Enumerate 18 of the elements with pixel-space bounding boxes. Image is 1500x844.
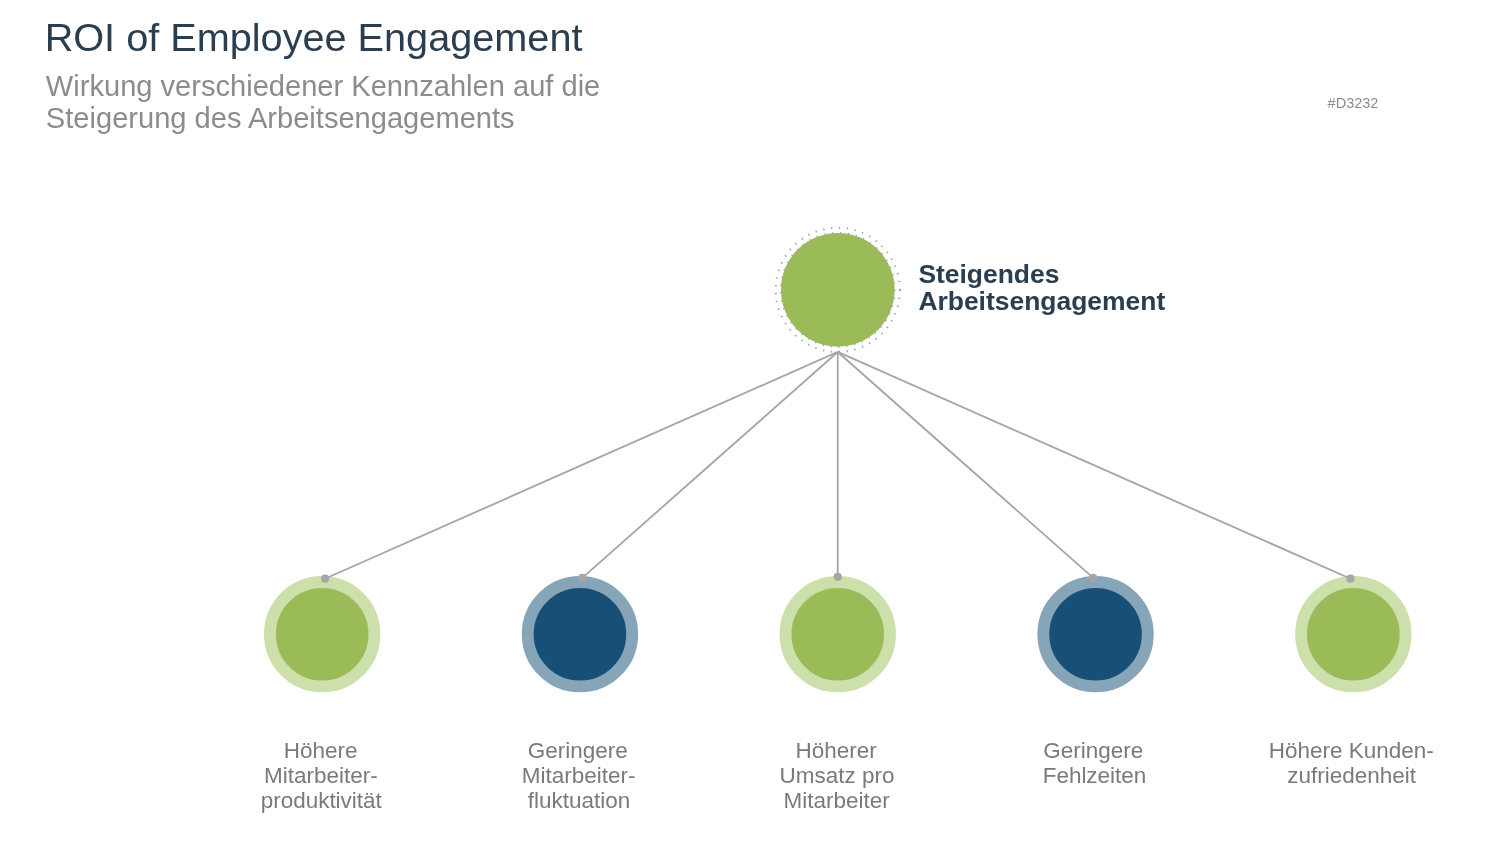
connector — [577, 351, 839, 582]
node-label: Geringere Mitarbeiter- fluktuation — [521, 737, 635, 814]
diagram-title: ROI of Employee Engagement — [44, 14, 582, 59]
node-circle — [779, 576, 896, 693]
connector — [833, 351, 842, 581]
node-label: Höhere Mitarbeiter- produktivität — [260, 737, 382, 814]
node-circle — [521, 576, 638, 693]
connector — [836, 351, 1355, 583]
node-label: Steigendes Arbeitsengagement — [917, 259, 1165, 316]
node-label: Höherer Umsatz pro Mitarbeiter — [779, 737, 894, 814]
connector — [320, 351, 839, 583]
label: #D3232 — [1327, 95, 1378, 112]
connector — [836, 351, 1097, 582]
node-circle — [1036, 576, 1154, 693]
node-label: Höhere Kunden- zufriedenheit — [1268, 737, 1434, 789]
node-circle — [774, 226, 901, 353]
node-label: Geringere Fehlzeiten — [1042, 737, 1146, 789]
label: Wirkung verschiedener Kennzahlen auf die Steigerung des Arbeitsengagements — [45, 70, 600, 134]
